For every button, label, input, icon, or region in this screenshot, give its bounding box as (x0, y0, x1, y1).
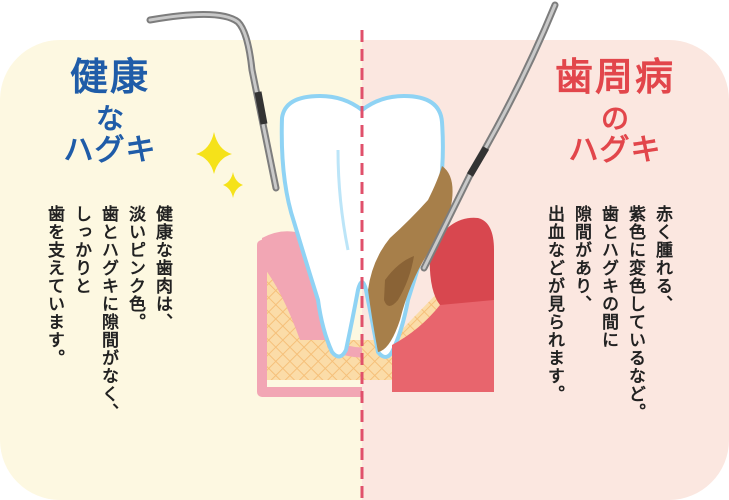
healthy-line-5: 歯を支えています。 (44, 205, 64, 367)
disease-description: 赤く腫れる、 紫色に変色しているなど。 歯とハグキの間に 隙間があり、 出血など… (540, 205, 675, 445)
disease-line-2: 紫色に変色しているなど。 (625, 205, 645, 421)
healthy-line-4: しっかりと (71, 205, 91, 295)
disease-line-4: 隙間があり、 (571, 205, 591, 313)
healthy-line-3: 歯とハグキに隙間がなく、 (98, 205, 118, 421)
disease-line-1: 赤く腫れる、 (652, 205, 672, 313)
healthy-line-1: 健康な歯肉は、 (152, 205, 172, 331)
healthy-title-main: 健康 (69, 55, 150, 99)
sparkle-small-icon (223, 172, 243, 198)
disease-title-main: 歯周病 (554, 55, 675, 99)
disease-line-5: 出血などが見られます。 (544, 205, 564, 403)
sparkle-icon (196, 132, 232, 174)
disease-probe (420, 1, 559, 272)
healthy-title-sub: ハグキ (63, 133, 157, 169)
disease-title: 歯周病 の ハグキ (535, 55, 695, 169)
diseased-gum (429, 217, 494, 309)
healthy-title-particle: な (95, 101, 124, 135)
disease-title-sub: ハグキ (568, 133, 662, 169)
disease-line-3: 歯とハグキの間に (598, 205, 618, 349)
healthy-probe (146, 11, 280, 192)
healthy-line-2: 淡いピンク色。 (125, 205, 145, 331)
disease-title-particle: の (600, 101, 629, 135)
healthy-description: 健康な歯肉は、 淡いピンク色。 歯とハグキに隙間がなく、 しっかりと 歯を支えて… (40, 205, 175, 445)
healthy-title: 健康 な ハグキ (40, 55, 180, 169)
